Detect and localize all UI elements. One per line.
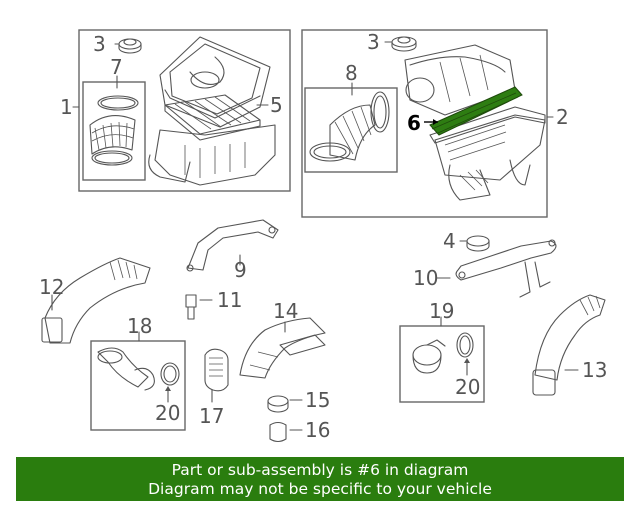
banner-line-1: Part or sub-assembly is #6 in diagram <box>171 461 469 479</box>
part-info-banner: Part or sub-assembly is #6 in diagram Di… <box>16 457 624 501</box>
intake-duct-14 <box>239 317 326 379</box>
callout-12: 12 <box>39 275 64 299</box>
callout-19: 19 <box>429 299 454 323</box>
throttle-assembly-box-19 <box>399 316 485 403</box>
callout-3-right: 3 <box>367 30 380 54</box>
callout-10: 10 <box>413 266 438 290</box>
bracket-9 <box>186 219 279 272</box>
callout-18: 18 <box>127 314 152 338</box>
callout-7: 7 <box>110 55 123 79</box>
intake-duct-12 <box>41 257 151 344</box>
callout-13: 13 <box>582 358 607 382</box>
air-cleaner-assembly-box-right <box>301 29 554 218</box>
callout-6: 6 <box>407 111 421 135</box>
callout-5: 5 <box>270 93 283 117</box>
callout-2: 2 <box>556 105 569 129</box>
air-cleaner-assembly-box-left <box>72 29 291 192</box>
callout-16: 16 <box>305 418 330 442</box>
parts-diagram: 1 2 3 3 4 5 6 7 8 9 10 11 12 13 14 15 16… <box>39 29 607 443</box>
resonator-17 <box>204 348 229 403</box>
banner-line-2: Diagram may not be specific to your vehi… <box>148 480 492 498</box>
callout-3-left: 3 <box>93 32 106 56</box>
callout-8: 8 <box>345 61 358 85</box>
callout-20-right: 20 <box>455 375 480 399</box>
callout-4: 4 <box>443 229 456 253</box>
callout-15: 15 <box>305 388 330 412</box>
grommet-4 <box>459 235 490 252</box>
clamp-15 <box>267 395 303 413</box>
sensor-11 <box>185 294 213 320</box>
intake-duct-13 <box>532 294 606 396</box>
clamp-16 <box>269 421 303 443</box>
callout-20-left: 20 <box>155 401 180 425</box>
callout-14: 14 <box>273 299 298 323</box>
bracket-10 <box>436 239 557 298</box>
callout-17: 17 <box>199 404 224 428</box>
callout-1: 1 <box>60 95 73 119</box>
hose-assembly-box-18 <box>90 331 186 431</box>
callout-9: 9 <box>234 258 247 282</box>
highlighted-part-6-filter-cover <box>429 86 523 136</box>
callout-11: 11 <box>217 288 242 312</box>
